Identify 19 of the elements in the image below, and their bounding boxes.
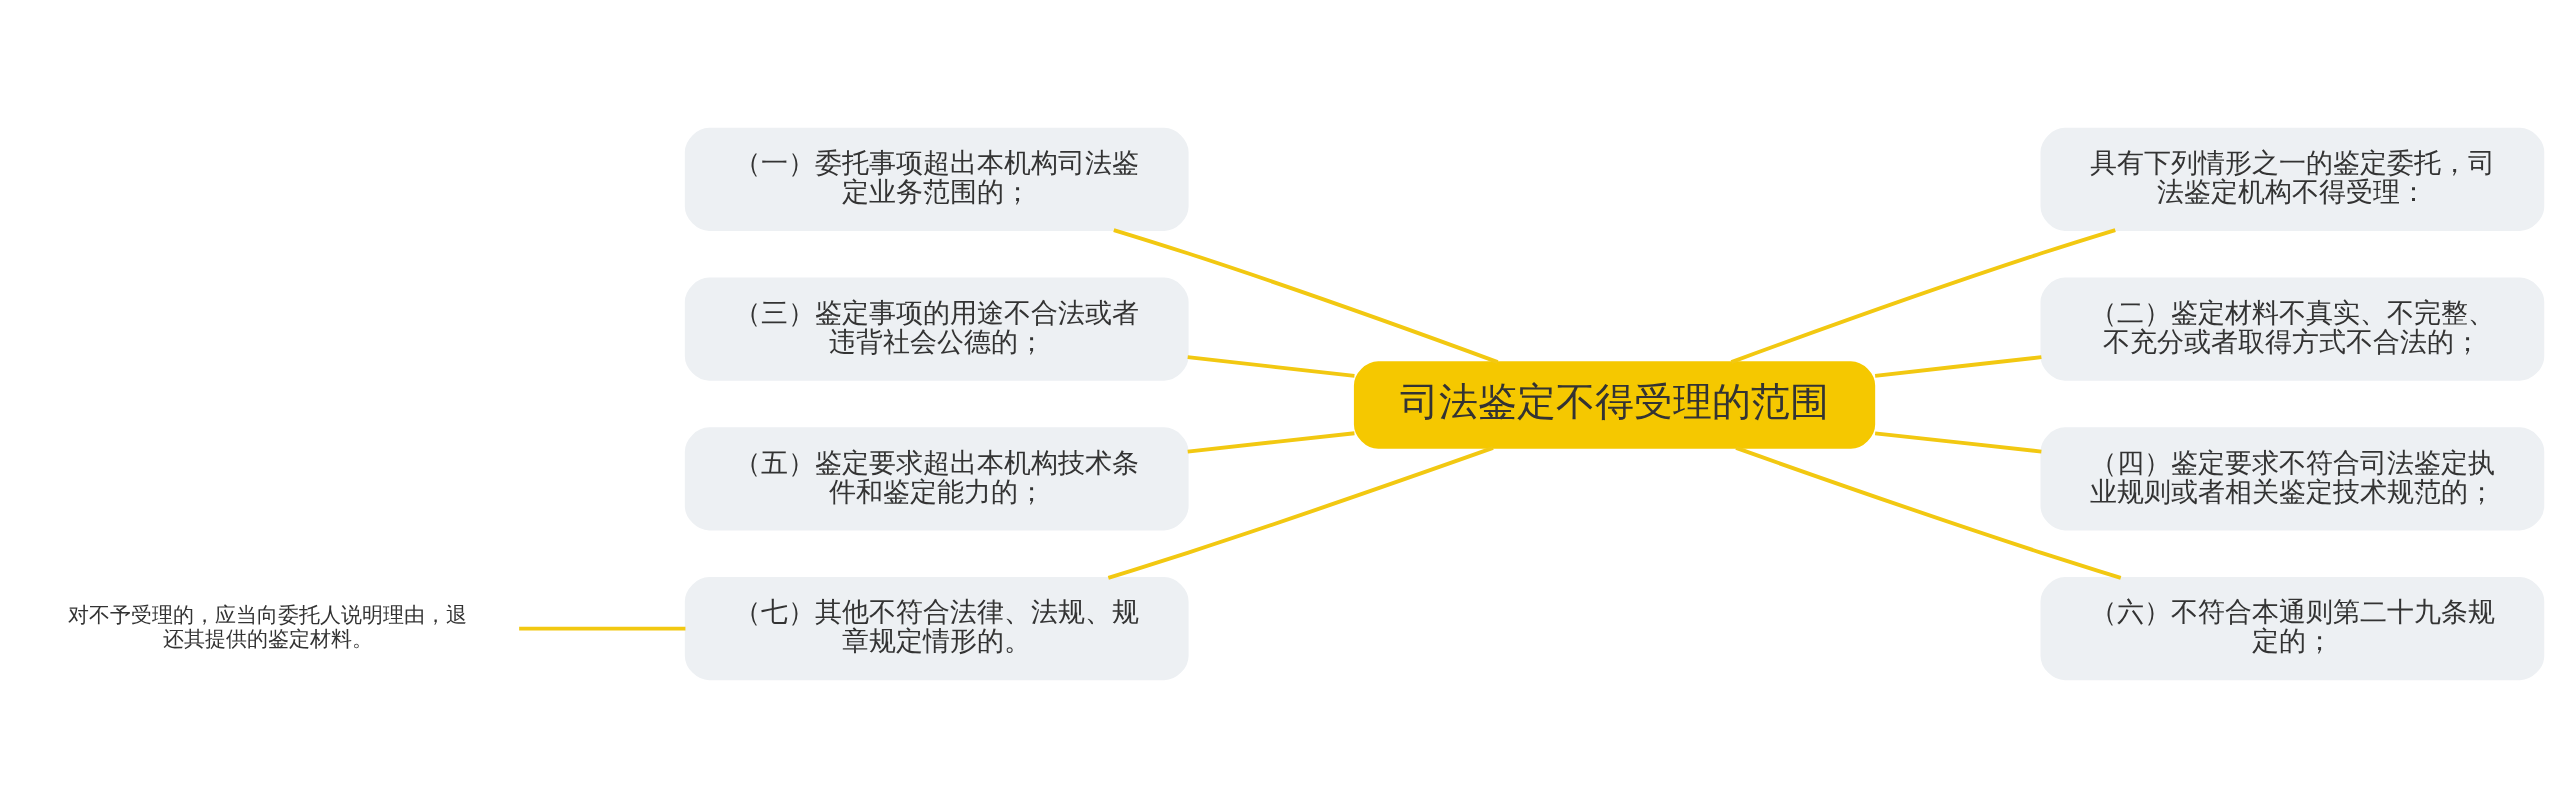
node-box: 司法鉴定不得受理的范围 [1353,360,1876,449]
connector [1187,354,1355,378]
node-box: 具有下列情形之一的鉴定委托，司法鉴定机构不得受理： [2040,127,2545,231]
connector [519,626,686,631]
connector [1113,227,1499,364]
node-box: （四）鉴定要求不符合司法鉴定执业规则或者相关鉴定技术规范的； [2040,426,2545,530]
connector [1735,445,2122,580]
node-box: （二）鉴定材料不真实、不完整、不充分或者取得方式不合法的； [2040,277,2545,381]
connector [1874,354,2042,378]
node-box: （六）不符合本通则第二十九条规定的； [2040,576,2545,680]
node-text: 对不予受理的，应当向委托人说明理由，退还其提供的鉴定材料。 [68,601,468,651]
connector [1730,227,2116,364]
node-box: （五）鉴定要求超出本机构技术条件和鉴定能力的； [684,426,1189,530]
node-box: （一）委托事项超出本机构司法鉴定业务范围的； [684,127,1189,231]
connector [1187,430,1355,453]
node-box: （七）其他不符合法律、法规、规章规定情形的。 [684,576,1189,680]
node-box: （三）鉴定事项的用途不合法或者违背社会公德的； [684,277,1189,381]
connector [1874,430,2042,453]
connector [1107,445,1494,580]
